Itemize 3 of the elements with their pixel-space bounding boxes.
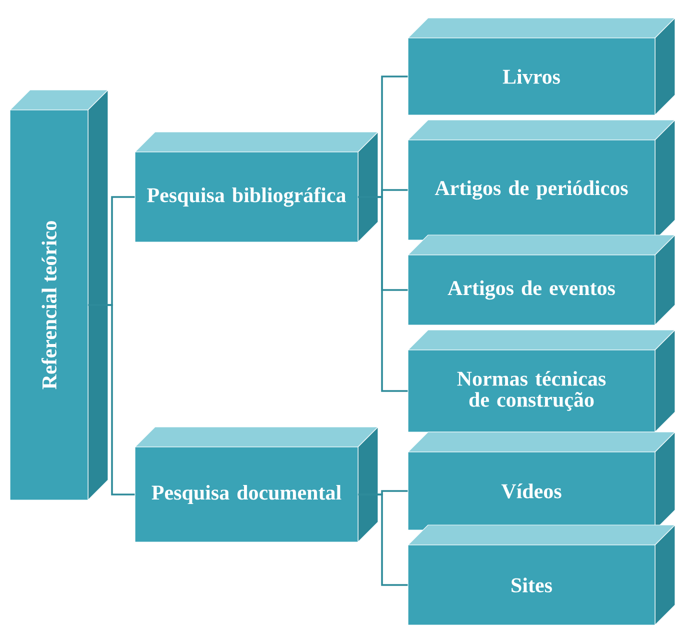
bracket-line [358, 196, 408, 392]
bracket-line [358, 494, 408, 586]
bracket-line [88, 304, 135, 496]
